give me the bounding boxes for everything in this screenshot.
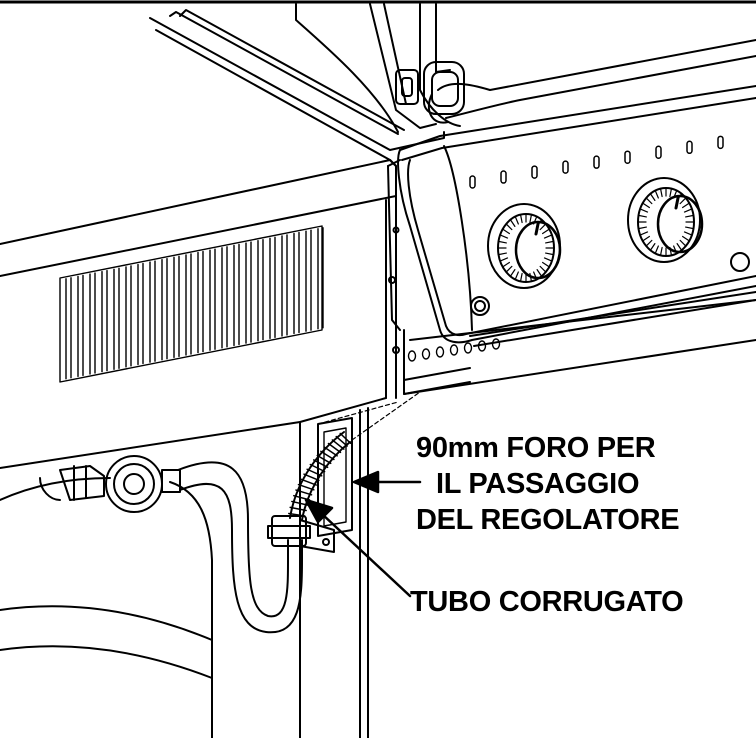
- hose-fitting: [267, 515, 335, 553]
- guide-lines: [317, 391, 421, 441]
- regulator-hole: [317, 417, 353, 537]
- side-shelf: [0, 159, 397, 399]
- grill-lid: [149, 3, 461, 161]
- callout-hole-line3: DEL REGOLATORE: [416, 504, 680, 536]
- arrow-to-hose: [304, 498, 412, 598]
- control-knob-left: [487, 203, 562, 289]
- control-knob-right: [627, 177, 704, 263]
- control-panel: [387, 85, 756, 395]
- rubber-hose: [177, 461, 303, 634]
- callout-hole-line1: 90mm FORO PER: [416, 432, 656, 464]
- cart-panel: [0, 397, 387, 738]
- arrow-to-hole: [352, 470, 422, 494]
- lid-handle: [423, 39, 756, 124]
- gas-cylinder: [0, 477, 213, 738]
- vent-grille: [59, 225, 324, 383]
- callout-hose: TUBO CORRUGATO: [410, 586, 684, 618]
- regulator: [59, 455, 181, 513]
- callout-hole-line2: IL PASSAGGIO: [436, 468, 640, 500]
